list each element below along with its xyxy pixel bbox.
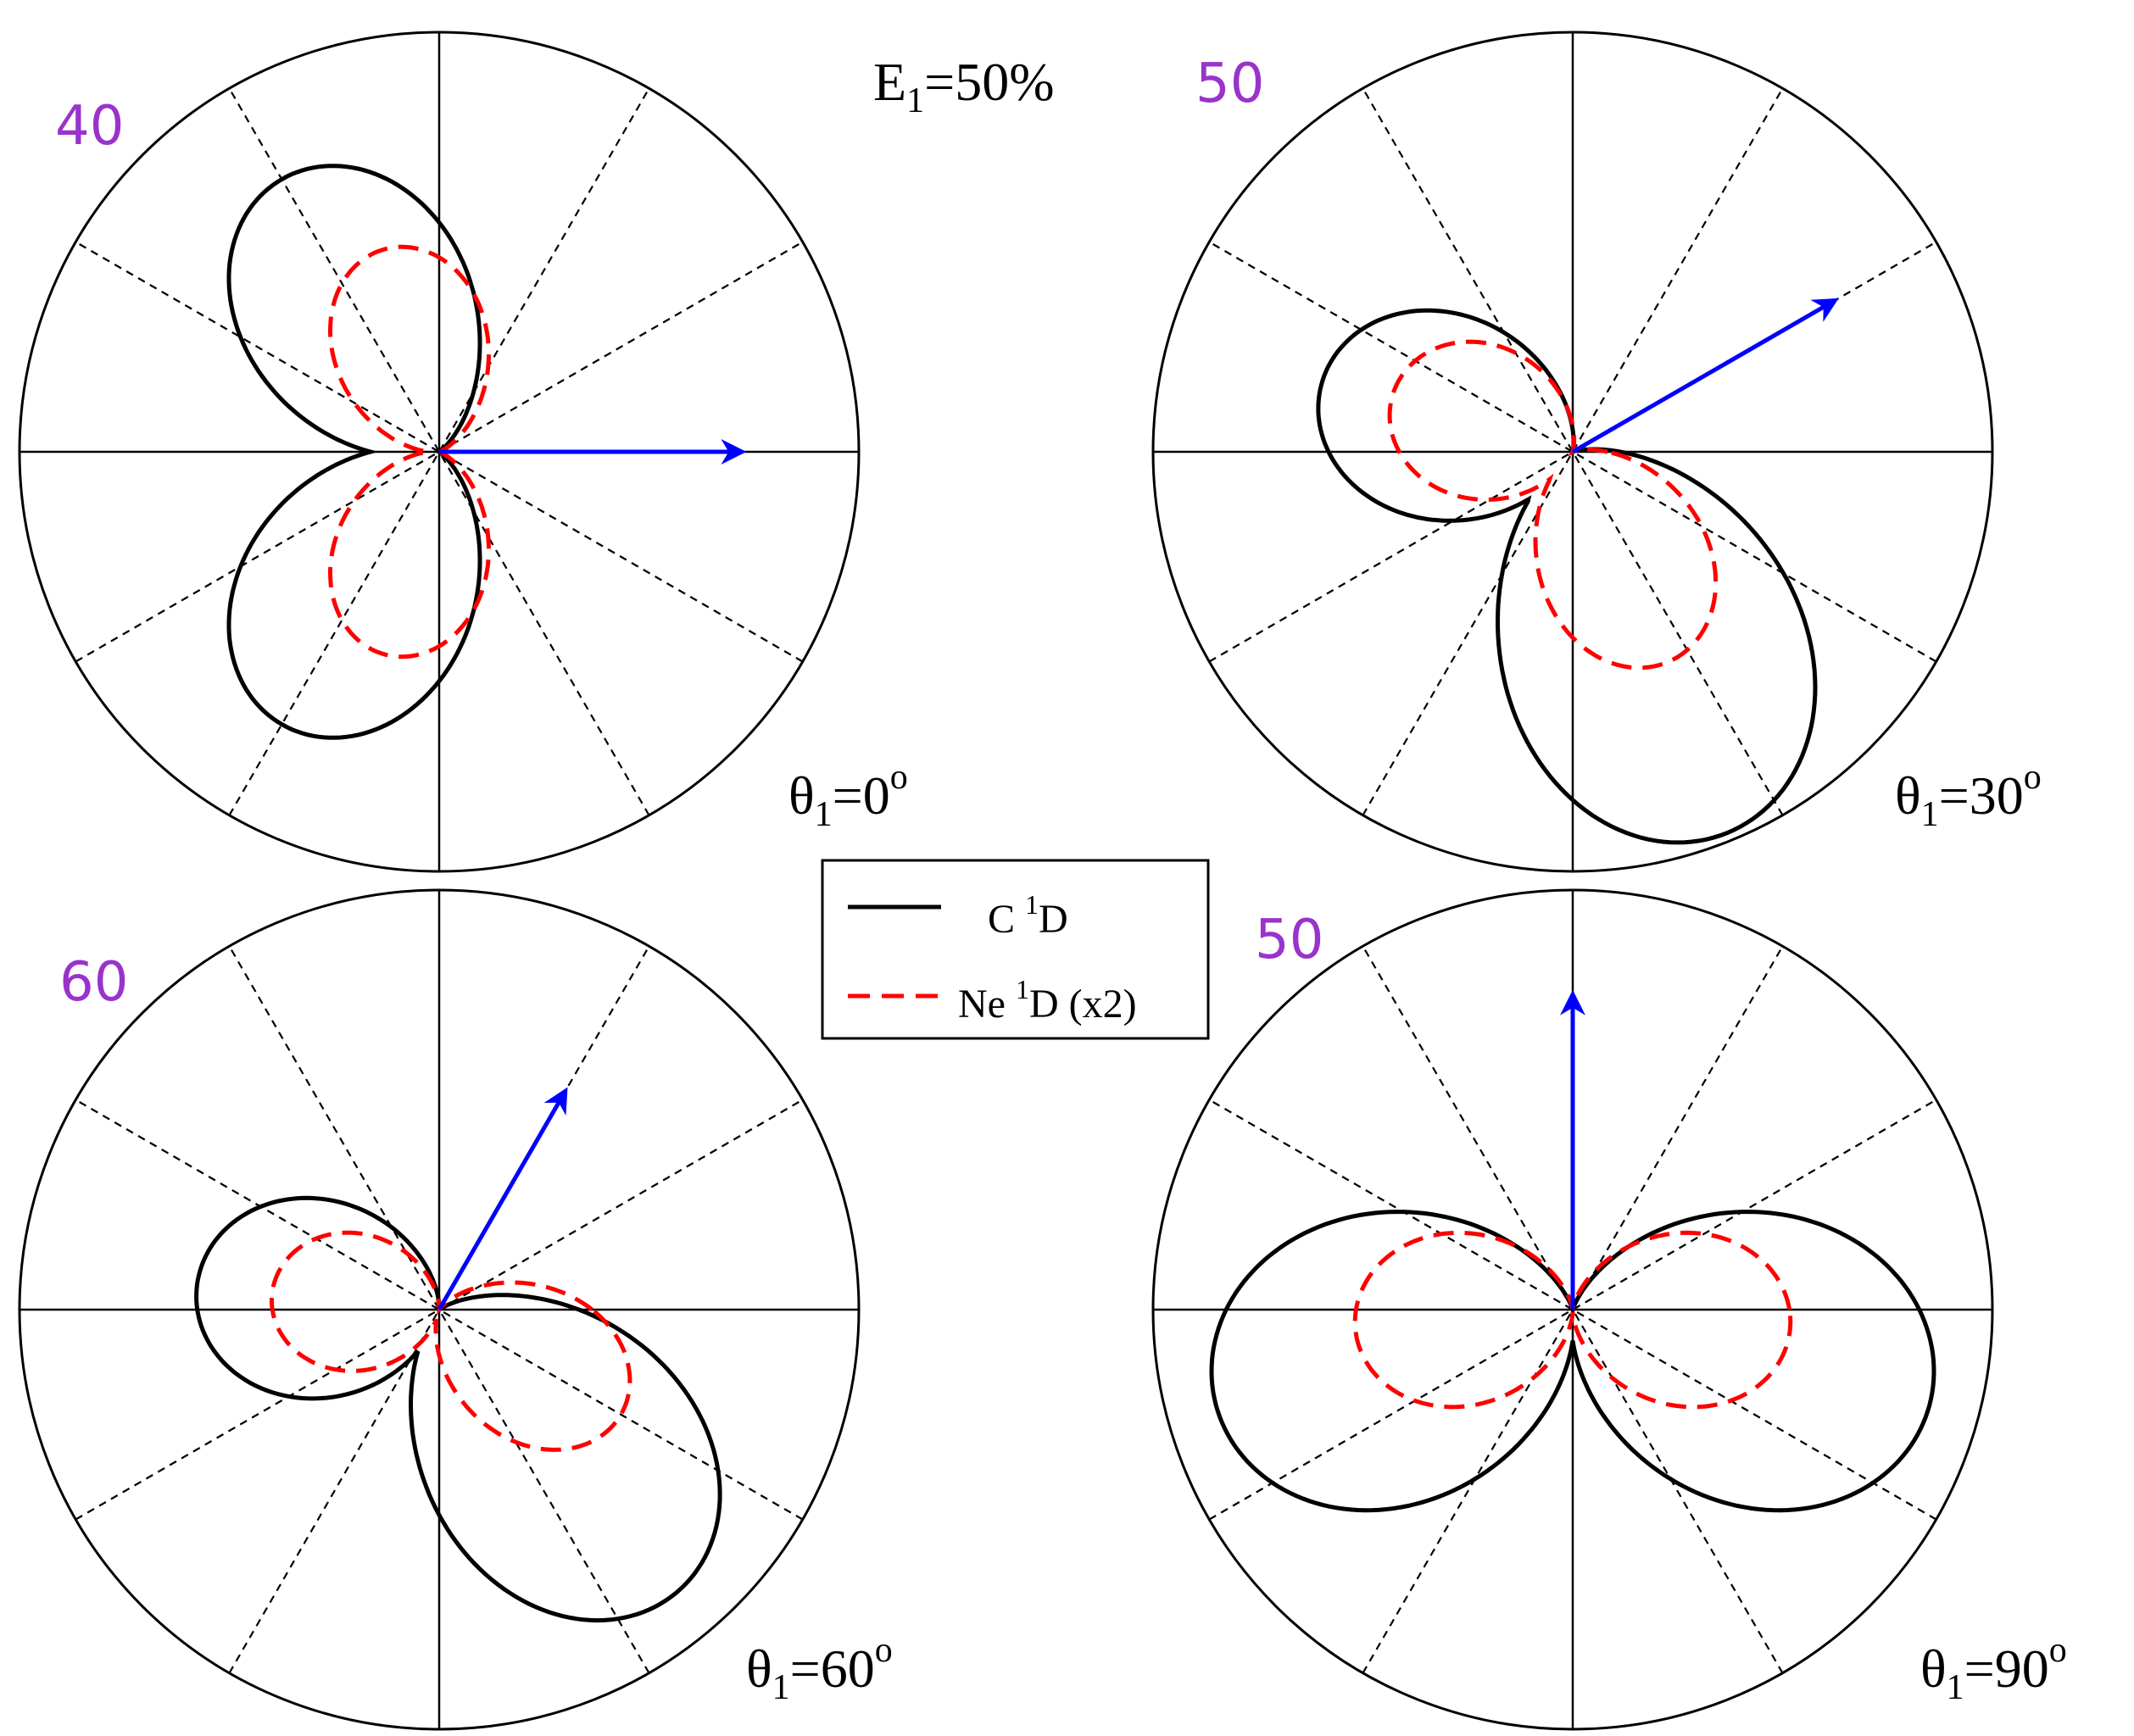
theta-sub: 1 [1921,795,1939,834]
theta-base: θ [746,1639,772,1699]
legend-ne1d-base: Ne [958,982,1016,1027]
grid-spoke-60 [1362,87,1784,816]
legend-ne1d-rest: D (x2) [1029,982,1137,1027]
series-ne1d [270,1230,632,1452]
theta-base: θ [1920,1639,1947,1699]
title-sub: 1 [906,81,924,120]
legend-ne1d-sup: 1 [1016,974,1029,1004]
legend-label-c1d: C 1D [988,889,1068,942]
series-c1d [194,1195,722,1623]
theta-sup: o [890,758,908,797]
grid-spoke-150 [1208,1099,1937,1521]
outer-circle [18,888,861,1731]
theta-sub: 1 [772,1668,790,1707]
series-ne1d [1352,1230,1793,1410]
series-c1d [226,164,482,740]
grid-spoke-150 [75,241,804,663]
series-ne1d [1387,339,1719,670]
legend-c1d-rest: D [1039,897,1068,942]
grid-spoke-120 [228,945,650,1674]
panel-bl: 60 θ1=60o [18,888,893,1731]
title-base: E [873,52,906,112]
theta-label: θ1=90o [1920,1631,2067,1707]
grid-spoke-150 [1208,241,1937,663]
theta-base: θ [1895,765,1921,826]
panel-br: 50 θ1=90o [1151,888,2067,1731]
grid-spoke-30 [1208,1099,1937,1521]
grid-spoke-30 [75,1099,804,1521]
corner-number: 60 [59,951,128,1014]
corner-number: 40 [55,95,124,158]
theta-value: =0 [833,765,890,826]
theta-value: =90 [1964,1639,2049,1699]
theta-value: =60 [790,1639,875,1699]
polarization-arrow [437,1087,568,1311]
theta-value: =30 [1939,765,2024,826]
grid-spoke-30 [75,241,804,663]
outer-circle [18,31,861,873]
series-c1d [1209,1210,1936,1513]
legend-c1d-sup: 1 [1025,889,1039,920]
theta-sub: 1 [1947,1668,1964,1707]
corner-number: 50 [1255,909,1323,971]
theta-sup: o [2024,758,2042,797]
grid-spoke-120 [1362,945,1784,1674]
grid-spoke-60 [228,87,650,816]
title-rest: =50% [924,52,1054,112]
theta-sup: o [875,1631,893,1670]
corner-number: 50 [1195,53,1264,115]
legend-label-ne1d: Ne 1D (x2) [958,974,1137,1027]
theta-label: θ1=0o [788,758,908,834]
legend-box [821,859,1210,1040]
panel-tr: 50 θ1=30o [1151,31,2042,873]
grid-spoke-60 [1362,945,1784,1674]
theta-sup: o [2049,1631,2067,1670]
legend-c1d-base: C [988,897,1025,942]
grid-spoke-30 [1208,241,1937,663]
theta-label: θ1=30o [1895,758,2042,834]
theta-label: θ1=60o [746,1631,893,1707]
grid-spoke-120 [1362,87,1784,816]
grid-spoke-150 [75,1099,804,1521]
outer-circle [1151,888,1994,1731]
grid-spoke-60 [228,945,650,1674]
outer-circle [1151,31,1994,873]
panel-tl: 40 θ1=0o [18,31,908,873]
grid-spoke-120 [228,87,650,816]
theta-sub: 1 [815,795,833,834]
legend: C 1D Ne 1D (x2) [821,859,1210,1040]
theta-base: θ [788,765,815,826]
polarization-arrow [1571,298,1839,454]
chart-title: E1=50% [873,52,1055,120]
